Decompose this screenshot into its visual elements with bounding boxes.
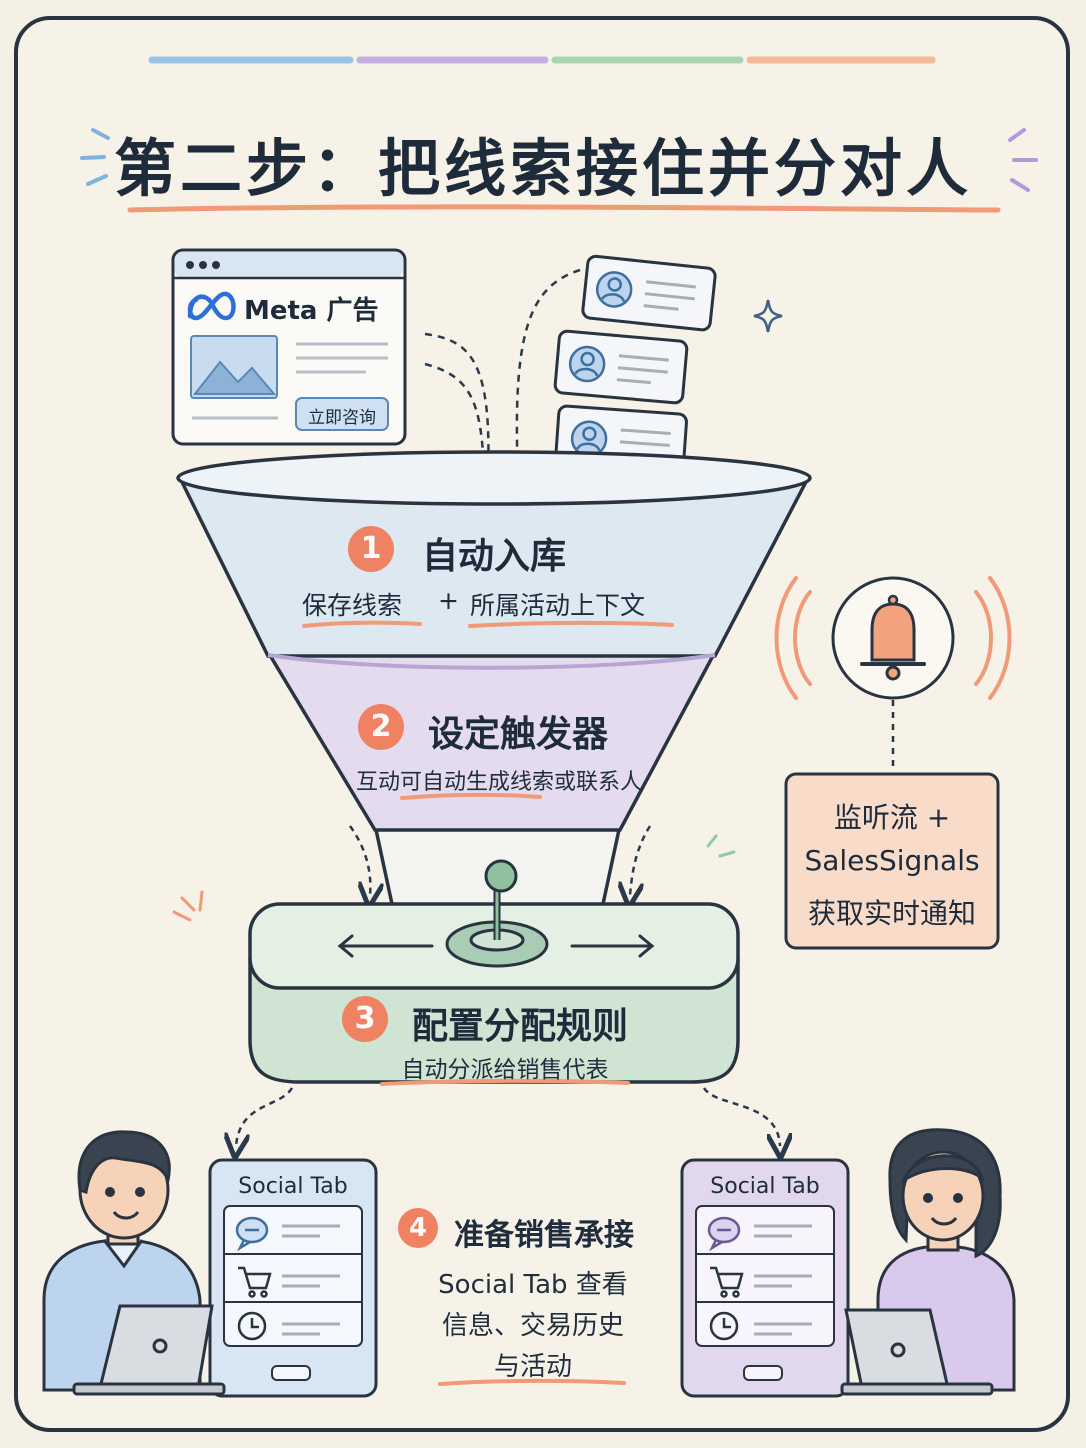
social-tab-device-right	[680, 1158, 850, 1398]
accent-ticks	[172, 834, 736, 922]
meta-ad-brand: Meta 广告	[244, 296, 379, 326]
lead-flow-arrows	[424, 268, 581, 476]
cart-icon	[238, 1266, 272, 1298]
chat-icon	[707, 1216, 741, 1252]
funnel-rim	[176, 450, 812, 506]
step-1-badge: 1	[348, 526, 394, 572]
social-tab-device-left	[208, 1158, 378, 1398]
sales-rep-left	[42, 1130, 226, 1396]
chat-icon	[235, 1216, 269, 1252]
title-sparks-right	[1008, 128, 1038, 192]
step-2-subtitle: 互动可自动生成线索或联系人	[355, 770, 642, 795]
signal-waves	[774, 576, 1012, 700]
step-2-title: 设定触发器	[428, 714, 609, 755]
step-1-subtitle-left: 保存线索	[302, 591, 403, 620]
step-4-title: 准备销售承接	[454, 1218, 634, 1253]
step-3-subtitle: 自动分派给销售代表	[401, 1057, 609, 1083]
assign-arrows	[236, 1087, 780, 1146]
social-tab-label-right: Social Tab	[710, 1174, 820, 1199]
meta-logo-icon	[187, 291, 236, 321]
clock-icon	[237, 1311, 267, 1341]
step-4-badge: 4	[398, 1208, 438, 1248]
lead-card	[553, 329, 689, 405]
lead-card	[581, 254, 717, 332]
step-1-subtitle-plus: +	[438, 586, 459, 615]
cart-icon	[710, 1266, 744, 1298]
notification-line-3: 获取实时通知	[807, 897, 976, 930]
step-4-line-3: 与活动	[493, 1352, 572, 1382]
meta-ad-card	[171, 248, 407, 446]
step-4-line-2: 信息、交易历史	[441, 1311, 624, 1341]
sales-rep-right	[840, 1128, 1016, 1396]
cta-button	[295, 397, 389, 431]
social-tab-label-left: Social Tab	[238, 1174, 348, 1199]
step-3-title: 配置分配规则	[412, 1006, 629, 1047]
joystick-icon	[445, 859, 549, 968]
clock-icon	[709, 1311, 739, 1341]
notification-panel	[784, 772, 1000, 950]
notification-line-2: SalesSignals	[804, 844, 980, 877]
side-arrows	[348, 825, 652, 895]
step-1-title: 自动入库	[422, 536, 567, 577]
notification-line-1: 监听流 +	[833, 801, 951, 834]
step-3-badge: 3	[342, 996, 388, 1042]
cta-button-label: 立即咨询	[308, 408, 376, 428]
sparkle-icon	[753, 299, 783, 333]
step-4-line-1: Social Tab 查看	[438, 1270, 628, 1300]
title-sparks-left	[80, 128, 110, 186]
step-2-badge: 2	[358, 704, 404, 750]
bell-icon	[831, 576, 955, 700]
title-underline	[127, 204, 1001, 213]
step-underlines	[302, 620, 674, 1386]
routing-arrows	[337, 934, 655, 958]
step-1-subtitle-right: 所属活动上下文	[470, 591, 646, 620]
page-title: 第二步：把线索接住并分对人	[113, 132, 972, 205]
